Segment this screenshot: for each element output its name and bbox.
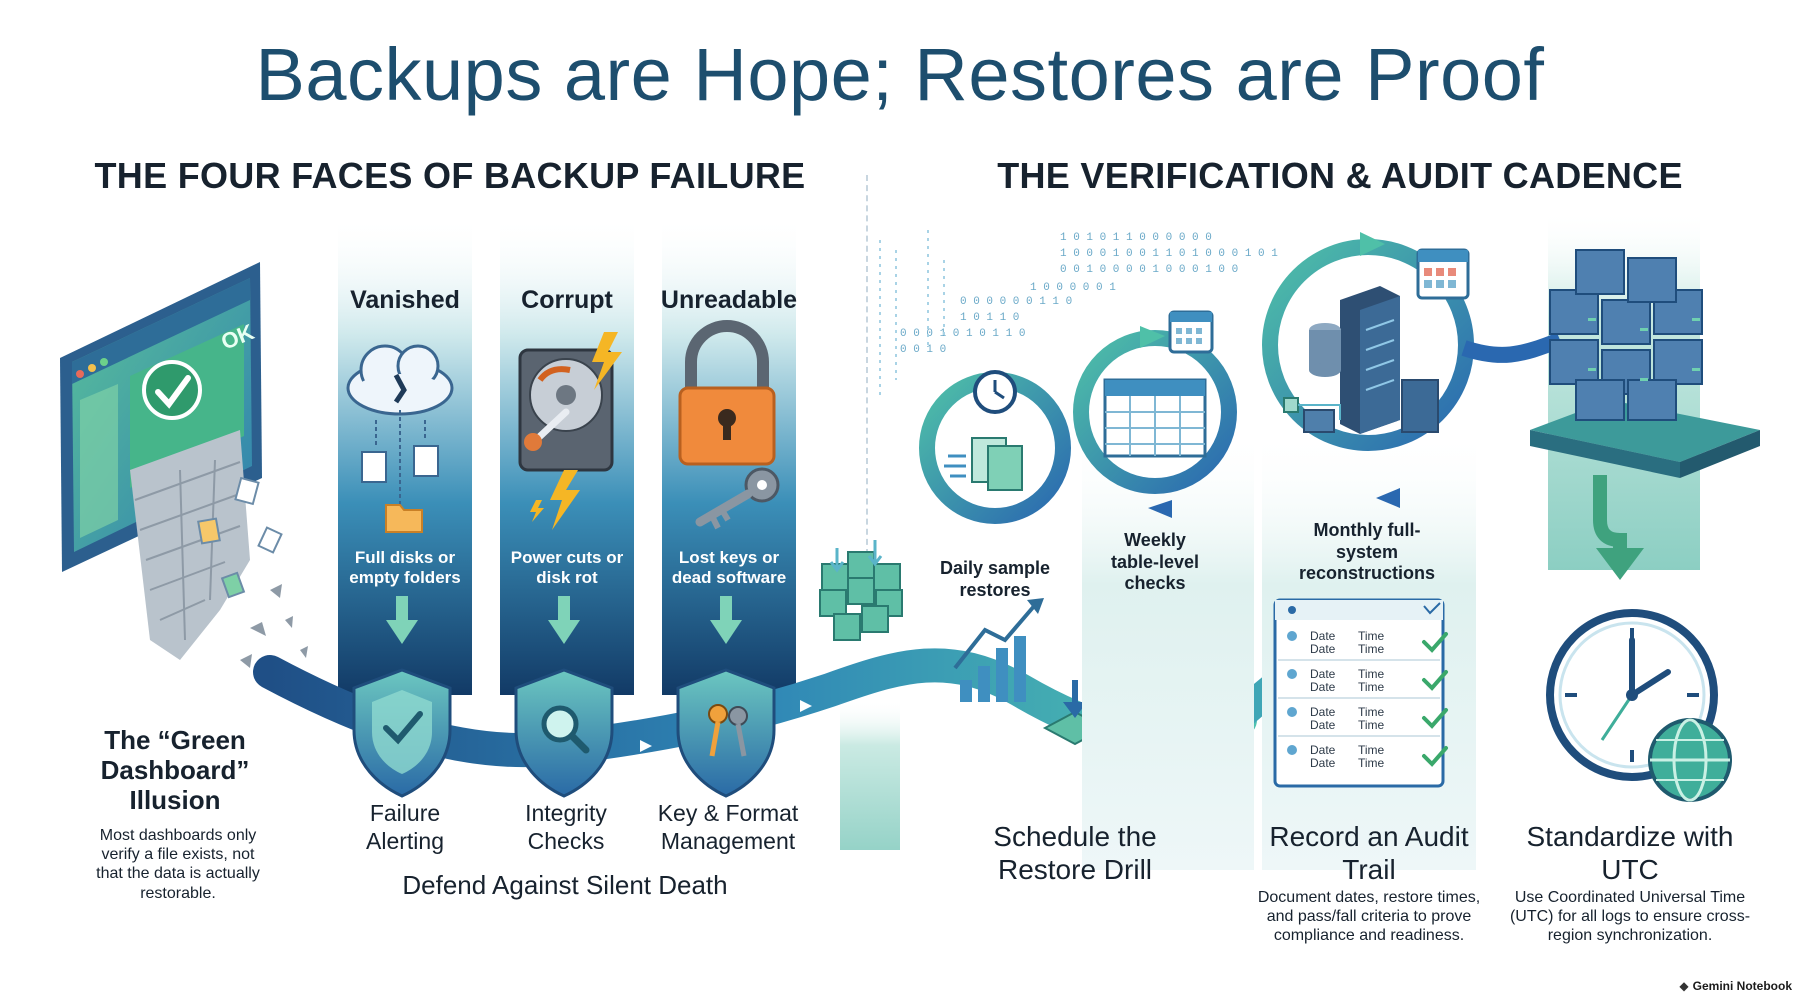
growth-chart-icon [953,598,1044,702]
loop-to-storage [1461,332,1563,363]
page-title: Backups are Hope; Restores are Proof [255,33,1545,116]
binary-lines [879,230,945,400]
svg-text:0 0 0 0 0 0 1 1 0: 0 0 0 0 0 0 1 1 0 [960,296,1072,308]
step-utc-title: Standardize with UTC [1526,821,1734,886]
calendar-icon [1168,310,1214,354]
svg-text:0 0 1 0 0 0 0 1 0: 0 0 1 0 0 0 0 1 0 0 0 1 0 0 [1060,264,1238,276]
defense-failure-alerting: Failure Alerting [366,800,444,854]
column-description-vanished: Full disks or empty folders [349,548,461,588]
column-heading-corrupt: Corrupt [521,286,613,314]
crumbling-wall-icon [130,430,308,668]
step-schedule-title: Schedule the Restore Drill [993,821,1157,886]
calendar-icon [1416,248,1470,300]
svg-text:Date: Date [1310,629,1336,643]
svg-text:0 0 0 1 0 1 0 1 1 0: 0 0 0 1 0 1 0 1 1 0 [900,328,1025,340]
column-description-unreadable: Lost keys or dead software [671,548,787,588]
gemini-logo-icon: ◆ [1679,979,1689,993]
step-audit-title: Record an Audit Trail [1269,821,1469,886]
server-rack-icon [1283,286,1439,434]
column-heading-unreadable: Unreadable [660,286,798,314]
shield-magnifier-icon [514,668,614,798]
right-section-heading: THE VERIFICATION & AUDIT CADENCE [997,155,1683,196]
dashboard-illusion-title: The “Green Dashboard” Illusion [100,725,250,815]
column-weekly-bg [1082,430,1254,870]
column-heading-vanished: Vanished [350,286,460,314]
svg-text:1 0 0 0 1 0 0 1 1 0 1 0 0: 1 0 0 0 1 0 0 1 1 0 1 0 0 0 1 0 1 [1060,248,1278,260]
step-utc-body: Use Coordinated Universal Time (UTC) for… [1509,889,1751,945]
svg-text:Time: Time [1358,705,1385,719]
defense-key-format-management: Key & Format Management [657,800,799,854]
svg-text:Time: Time [1358,756,1385,770]
column-description-corrupt: Power cuts or disk rot [510,548,624,588]
broken-cloud-icon [346,344,454,533]
svg-text:0 0 1 0: 0 0 1 0 [900,344,946,356]
shield-keys-icon [676,668,776,798]
binary-stream: 1 0 1 0 1 1 0 0 0 0 0 0 1 0 0 0 1 0 0 1 … [900,232,1278,356]
section-divider [866,175,868,555]
svg-text:Date: Date [1310,667,1336,681]
down-arrow-icon [548,596,580,644]
down-arrow-icon [710,596,742,644]
cadence-weekly-label: Weekly table-level checks [1110,530,1200,594]
brand-watermark: ◆ Gemini Notebook [1679,979,1792,993]
svg-text:Date: Date [1310,756,1336,770]
svg-text:Date: Date [1310,718,1336,732]
svg-text:Date: Date [1310,642,1336,656]
cadence-daily-label: Daily sample restores [939,558,1051,600]
defense-integrity-checks: Integrity Checks [525,800,607,854]
loop-arrow-icon [1360,232,1385,256]
shield-check-icon [352,668,452,798]
padlock-icon [678,320,776,466]
down-arrow-icon [829,540,883,573]
loop-arrow-icon [1148,500,1172,518]
audit-checklist-panel [1273,598,1448,788]
svg-text:Time: Time [1358,680,1385,694]
left-section-heading: THE FOUR FACES OF BACKUP FAILURE [94,155,806,196]
globe-icon [1648,718,1732,802]
light-beam [840,700,900,850]
corrupt-hard-drive-icon [518,332,622,530]
loop-arrow-icon [1140,326,1165,348]
brand-label: Gemini Notebook [1692,979,1792,993]
cadence-monthly-label: Monthly full-system reconstructions [1298,520,1436,584]
storage-block-stack-icon [1530,249,1760,478]
svg-text:1 0 1 1 0: 1 0 1 1 0 [960,312,1019,324]
down-arrow-icon [1593,475,1644,580]
svg-text:Date: Date [1310,743,1336,757]
stopwatch-icon [973,370,1017,414]
step-audit-body: Document dates, restore times, and pass/… [1257,889,1481,945]
svg-text:1 0 0 0 0 0 1: 1 0 0 0 0 0 1 [1030,282,1116,294]
documents-icon [944,437,1023,491]
svg-text:Date: Date [1310,705,1336,719]
dashboard-illusion-body: Most dashboards only verify a file exist… [96,827,260,902]
down-arrow-icon [386,596,418,644]
svg-text:Time: Time [1358,743,1385,757]
svg-text:Time: Time [1358,629,1385,643]
defend-footer: Defend Against Silent Death [402,870,728,900]
svg-text:1 0 1 0 1 1 0 0 0 0: 1 0 1 0 1 1 0 0 0 0 0 0 [1060,232,1212,244]
table-grid-icon [1103,378,1207,458]
svg-text:Date: Date [1310,680,1336,694]
svg-text:Time: Time [1358,667,1385,681]
key-icon [695,467,780,530]
svg-text:Time: Time [1358,642,1385,656]
svg-text:Time: Time [1358,718,1385,732]
loop-arrow-icon [1376,488,1400,508]
